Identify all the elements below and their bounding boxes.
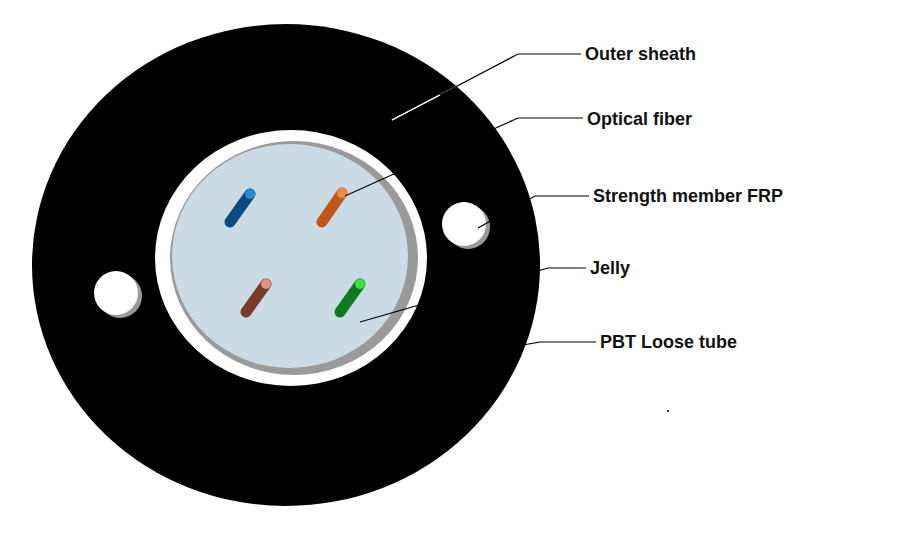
jelly — [172, 144, 408, 368]
part-label: Optical fiber — [587, 109, 692, 129]
part-label: Jelly — [590, 258, 630, 278]
loose-tube — [155, 130, 427, 386]
leader-line — [392, 95, 440, 120]
part-label: PBT Loose tube — [600, 332, 737, 352]
tube-shadow — [170, 141, 418, 375]
part-label: Strength member FRP — [593, 186, 783, 206]
optical-fibers — [230, 188, 365, 312]
part-label: Outer sheath — [585, 44, 696, 64]
stray-dot — [667, 410, 669, 412]
strength-member — [442, 202, 486, 246]
leader-line — [440, 54, 581, 95]
strength-member — [94, 271, 138, 315]
leader-lines — [345, 54, 596, 376]
outer-sheath — [32, 24, 540, 506]
